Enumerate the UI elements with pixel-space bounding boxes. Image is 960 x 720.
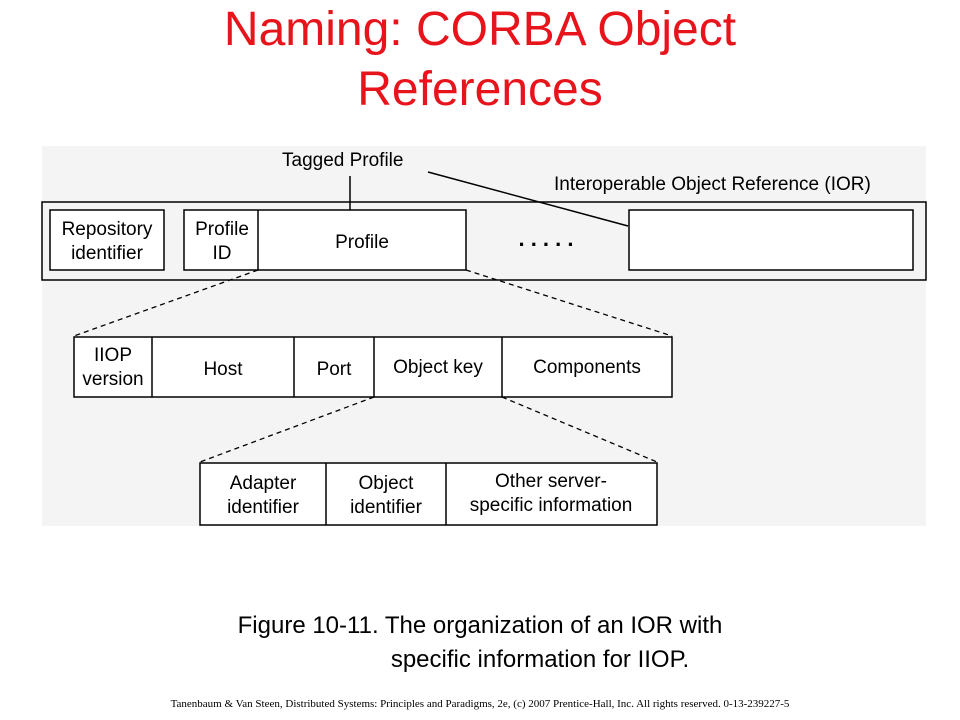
iiop-version-label-1: IIOP bbox=[94, 345, 132, 366]
profile-id-label-2: ID bbox=[213, 243, 232, 264]
additional-profile-cell bbox=[628, 209, 914, 271]
figure-caption-line-2: specific information for IIOP. bbox=[390, 646, 690, 673]
slide-title-line-2: References bbox=[357, 63, 603, 116]
expand-line-left bbox=[73, 269, 259, 337]
profile-id-label-1: Profile bbox=[195, 219, 249, 240]
components-label: Components bbox=[533, 357, 641, 378]
expand-line-right bbox=[465, 269, 673, 337]
ellipsis: . . . . . bbox=[518, 226, 573, 251]
object-identifier-label-1: Object bbox=[359, 473, 415, 494]
object-key-label: Object key bbox=[393, 357, 483, 378]
tagged-profile-cell bbox=[183, 209, 467, 271]
slide-title: Naming: CORBA Object References bbox=[0, 0, 960, 120]
object-key-expand-left bbox=[199, 396, 375, 463]
tagged-profile-label: Tagged Profile bbox=[282, 150, 403, 171]
iiop-profile-row bbox=[73, 336, 673, 398]
object-identifier-label-2: identifier bbox=[350, 497, 422, 518]
copyright-footer: Tanenbaum & Van Steen, Distributed Syste… bbox=[170, 698, 790, 710]
object-key-expand-right bbox=[501, 396, 658, 463]
object-key-details-row bbox=[199, 462, 658, 526]
other-server-specific-label-1: Other server- bbox=[495, 471, 607, 492]
ior-label: Interoperable Object Reference (IOR) bbox=[554, 174, 871, 195]
repository-identifier-cell bbox=[49, 209, 165, 271]
profile-label: Profile bbox=[335, 232, 389, 253]
slide-title-line-1: Naming: CORBA Object bbox=[223, 3, 737, 56]
host-label: Host bbox=[203, 359, 243, 380]
ior-frame bbox=[41, 201, 927, 281]
other-server-specific-label-2: specific information bbox=[470, 495, 633, 516]
figure-caption-line-1: Figure 10-11. The organization of an IOR… bbox=[237, 612, 723, 639]
port-label: Port bbox=[317, 359, 353, 380]
adapter-identifier-label-1: Adapter bbox=[230, 473, 297, 494]
iiop-version-label-2: version bbox=[82, 369, 143, 390]
ior-pointer bbox=[427, 171, 629, 227]
adapter-identifier-label-2: identifier bbox=[227, 497, 299, 518]
repository-identifier-label-1: Repository bbox=[62, 219, 153, 240]
repository-identifier-label-2: identifier bbox=[71, 243, 143, 264]
